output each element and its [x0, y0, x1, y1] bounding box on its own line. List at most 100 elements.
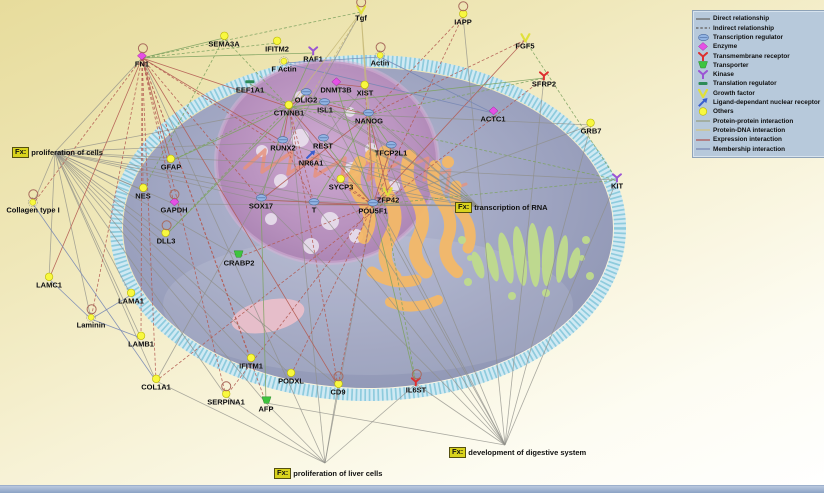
node-rest[interactable]: REST: [313, 133, 333, 150]
node-podxl[interactable]: PODXL: [278, 368, 304, 385]
node-nes[interactable]: NES: [135, 183, 151, 200]
node-col1a1[interactable]: COL1A1: [141, 374, 171, 391]
legend-line-icon: [696, 145, 710, 153]
edge-CTNNB1-GFAP: [170, 106, 290, 162]
node-coli[interactable]: Collagen type I: [6, 189, 60, 214]
node-label: IFITM2: [265, 44, 289, 54]
node-sox17[interactable]: SOX17: [249, 193, 273, 210]
node-tgf[interactable]: Tgf: [355, 0, 367, 22]
node-sycp3[interactable]: SYCP3: [329, 174, 353, 191]
edge-XIST-fx_tr: [364, 86, 479, 207]
node-iapp[interactable]: IAPP: [454, 1, 472, 27]
edge-GRB7-fx_dd: [504, 124, 592, 446]
edge-GAPDH-fx_tr: [173, 203, 479, 207]
node-label: DLL3: [156, 236, 176, 246]
node-label: NANOG: [355, 116, 383, 126]
node-fgf5[interactable]: FGF5: [515, 33, 535, 50]
node-nanog[interactable]: NANOG: [355, 108, 383, 125]
edge-CTNNB1-NANOG: [288, 106, 370, 116]
node-grb7[interactable]: GRB7: [581, 118, 601, 135]
node-lam[interactable]: Laminin: [77, 304, 105, 329]
node-isl1[interactable]: ISL1: [317, 97, 333, 114]
node-fact[interactable]: F Actin: [271, 56, 297, 73]
node-act[interactable]: Actin: [371, 42, 389, 67]
node-lamb1[interactable]: LAMB1: [128, 331, 154, 348]
node-cd9[interactable]: CD9: [330, 371, 346, 396]
fx-pc-label[interactable]: Fx:proliferation of cells: [12, 147, 103, 158]
self-loop-icon: [28, 189, 39, 200]
node-zfp42[interactable]: ZFP42: [377, 187, 399, 204]
fx-plc-label[interactable]: Fx:proliferation of liver cells: [274, 468, 382, 479]
edge-FN1-fx_plc: [141, 57, 326, 464]
node-olig2[interactable]: OLIG2: [295, 87, 317, 104]
edge-NANOG-fx_tr: [368, 114, 479, 207]
node-serpina1[interactable]: SERPINA1: [207, 381, 245, 406]
edge-FN1-CD9: [141, 57, 339, 387]
node-afp[interactable]: AFP: [259, 396, 274, 413]
enzyme-glyph-icon: [169, 197, 179, 207]
nuclear-receptor-glyph-icon: [306, 150, 316, 160]
node-il6st[interactable]: IL6ST: [406, 369, 426, 394]
self-loop-icon: [86, 304, 97, 315]
node-dnmt3b[interactable]: DNMT3B: [320, 77, 352, 94]
legend-item-direct-relationship: Direct relationship: [696, 15, 823, 23]
node-label: COL1A1: [141, 382, 171, 392]
node-ifitm2[interactable]: IFITM2: [265, 36, 289, 53]
legend-others-glyph-icon: [696, 107, 710, 116]
node-t[interactable]: T: [308, 197, 320, 215]
legend-label: Expression interaction: [713, 136, 782, 144]
node-runx2[interactable]: RUNX2: [270, 135, 296, 152]
node-kit[interactable]: KIT: [611, 173, 623, 190]
edge-GAPDH-fx_pc: [54, 151, 175, 205]
node-nr6a1[interactable]: NR6A1: [299, 150, 323, 167]
legend-item-translation-regulator: Translation regulator: [696, 80, 823, 88]
node-label: T: [311, 205, 317, 215]
edge-FN1-NES: [141, 57, 144, 191]
node-sfrp2[interactable]: SFRP2: [532, 71, 556, 88]
edge-EEF1A1-CTNNB1: [249, 83, 290, 108]
legend-item-kinase: Kinase: [696, 70, 823, 80]
node-lamc1[interactable]: LAMC1: [36, 272, 62, 289]
node-crabp2[interactable]: CRABP2: [224, 250, 254, 267]
node-xist[interactable]: XIST: [357, 80, 373, 97]
edge-DNMT3B-fx_tr: [335, 83, 479, 207]
fx-tr-label[interactable]: Fx:transcription of RNA: [455, 202, 548, 213]
node-pou5f1[interactable]: POU5F1: [358, 198, 388, 215]
node-gapdh[interactable]: GAPDH: [160, 189, 188, 214]
node-dll3[interactable]: DLL3: [156, 220, 176, 246]
node-raf1[interactable]: RAF1: [303, 46, 323, 63]
node-eef1a1[interactable]: EEF1A1: [236, 77, 264, 94]
enzyme-glyph-icon: [331, 77, 341, 87]
node-fn1[interactable]: FN1: [135, 43, 149, 68]
node-label: ACTC1: [480, 114, 506, 124]
others-glyph-icon: [126, 288, 136, 297]
legend-transporter-glyph-icon: [696, 61, 710, 69]
node-tfcp2l1[interactable]: TFCP2L1: [375, 140, 407, 157]
group-glyph-icon: [278, 56, 289, 67]
bottom-scrollbar[interactable]: [0, 485, 824, 493]
edge-POU5F1-SYCP3: [340, 180, 374, 206]
node-ifitm1[interactable]: IFITM1: [239, 353, 263, 370]
edge-GRB7-POU5F1: [372, 124, 592, 206]
legend-item-ligand-dependant-nuclear-receptor: Ligand-dependant nuclear receptor: [696, 98, 823, 107]
fx-dd-label[interactable]: Fx:development of digestive system: [449, 447, 586, 458]
node-ctnnb1[interactable]: CTNNB1: [274, 100, 304, 117]
node-label: IAPP: [454, 17, 472, 27]
others-glyph-icon: [136, 331, 146, 340]
edge-GFAP-OLIG2: [170, 93, 307, 162]
node-actc1[interactable]: ACTC1: [480, 106, 506, 124]
node-lama1[interactable]: LAMA1: [118, 288, 144, 305]
edge-CTNNB1-fx_tr: [288, 106, 479, 207]
edge-DNMT3B-XIST: [335, 83, 366, 88]
edge-LAM-fx_pc: [54, 151, 92, 320]
node-gfap[interactable]: GFAP: [161, 154, 181, 171]
edge-POU5F1-fx_plc: [324, 204, 374, 464]
others-glyph-icon: [272, 36, 282, 45]
legend-label: Membership interaction: [713, 145, 786, 153]
node-sema3a[interactable]: SEMA3A: [208, 31, 240, 48]
edge-POU5F1-FGF5: [372, 39, 526, 206]
node-label: LAMA1: [118, 296, 144, 306]
legend-transmembrane-receptor-glyph-icon: [696, 51, 710, 61]
others-glyph-icon: [284, 100, 294, 109]
